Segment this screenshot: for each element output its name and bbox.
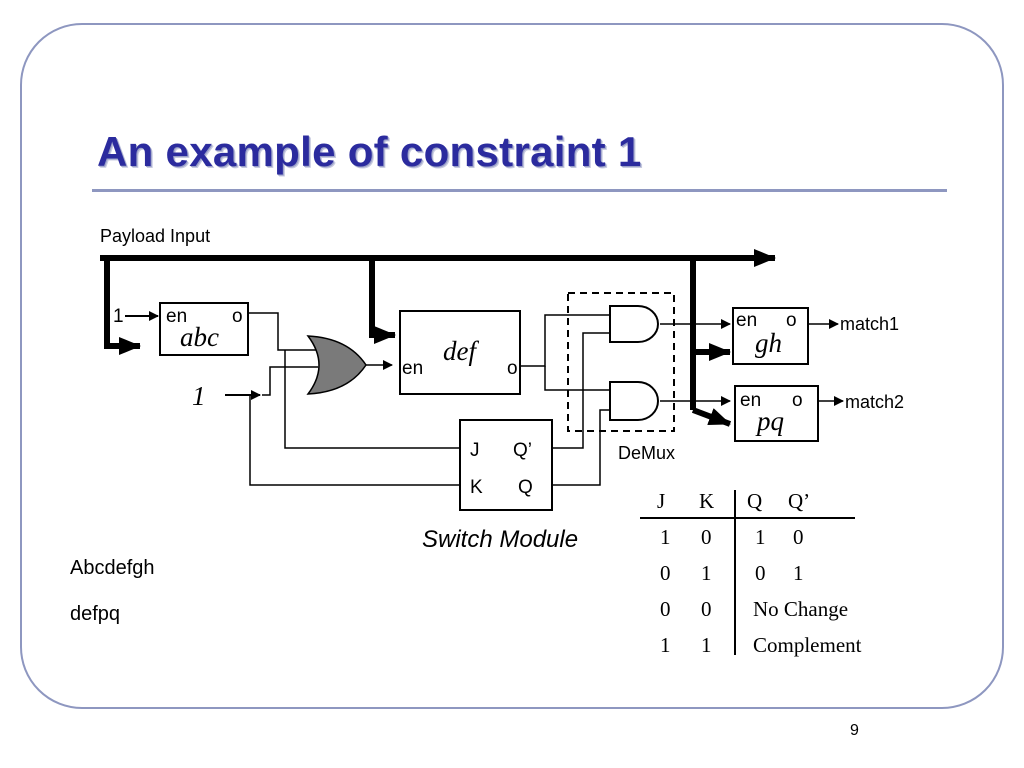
const-one-italic: 1	[192, 381, 206, 411]
gh-en-label: en	[736, 310, 757, 331]
tt-cell: 0	[793, 525, 804, 549]
tt-cell: 0	[701, 525, 712, 549]
tt-cell: 1	[701, 561, 712, 585]
tt-cell: Complement	[753, 633, 862, 657]
tt-cell: 0	[755, 561, 766, 585]
gh-o-label: o	[786, 310, 797, 331]
gh-block	[732, 307, 809, 365]
pq-name: pq	[755, 406, 784, 436]
match2-label: match2	[845, 392, 904, 412]
and-gate-top	[609, 305, 659, 343]
tt-cell: 1	[755, 525, 766, 549]
switch-k-label: K	[470, 477, 483, 498]
truth-table: J K Q Q’ 1 0 1 0 0 1 0 1 0 0 No Change 1…	[640, 489, 862, 657]
abc-en-label: en	[166, 306, 187, 327]
abc-block	[159, 302, 249, 356]
tt-header-k: K	[699, 489, 714, 513]
switch-q-label: Q	[518, 477, 533, 498]
gh-name: gh	[755, 328, 782, 358]
tt-cell: 0	[660, 561, 671, 585]
tt-cell: 1	[793, 561, 804, 585]
slide-title: An example of constraint 1	[97, 128, 642, 175]
title-underline	[92, 189, 947, 192]
abc-o-label: o	[232, 306, 243, 327]
def-block	[399, 310, 521, 395]
demux-label: DeMux	[618, 443, 675, 463]
tt-header-q: Q	[747, 489, 762, 513]
signal-wires	[248, 312, 844, 486]
pq-block	[734, 385, 819, 442]
tt-header-qbar: Q’	[788, 489, 810, 513]
tt-header-j: J	[657, 489, 665, 513]
pq-en-label: en	[740, 390, 761, 411]
slide-frame	[20, 23, 1004, 709]
switch-module-label: Switch Module	[422, 526, 578, 553]
abc-name: abc	[180, 322, 219, 352]
switch-j-label: J	[470, 440, 480, 461]
demux-box	[567, 292, 675, 432]
page-number: 9	[850, 722, 859, 739]
tt-cell: 1	[701, 633, 712, 657]
payload-bus	[100, 249, 776, 427]
tt-cell: 0	[660, 597, 671, 621]
tt-cell: 1	[660, 525, 671, 549]
tt-cell: 1	[660, 633, 671, 657]
match1-label: match1	[840, 314, 899, 334]
def-o-label: o	[507, 358, 518, 379]
tt-cell: 0	[701, 597, 712, 621]
pq-o-label: o	[792, 390, 803, 411]
payload-input-label: Payload Input	[100, 226, 210, 246]
and-gate-bottom	[609, 381, 659, 421]
def-en-label: en	[402, 358, 423, 379]
note-defpq: defpq	[70, 603, 121, 625]
switch-module-block	[459, 419, 553, 511]
switch-qbar-label: Q’	[513, 440, 532, 461]
def-name: def	[443, 336, 479, 366]
or-gate	[306, 335, 367, 395]
tt-cell: No Change	[753, 597, 848, 621]
note-abcdefgh: Abcdefgh	[70, 557, 155, 579]
abc-en-input-one: 1	[113, 306, 124, 327]
